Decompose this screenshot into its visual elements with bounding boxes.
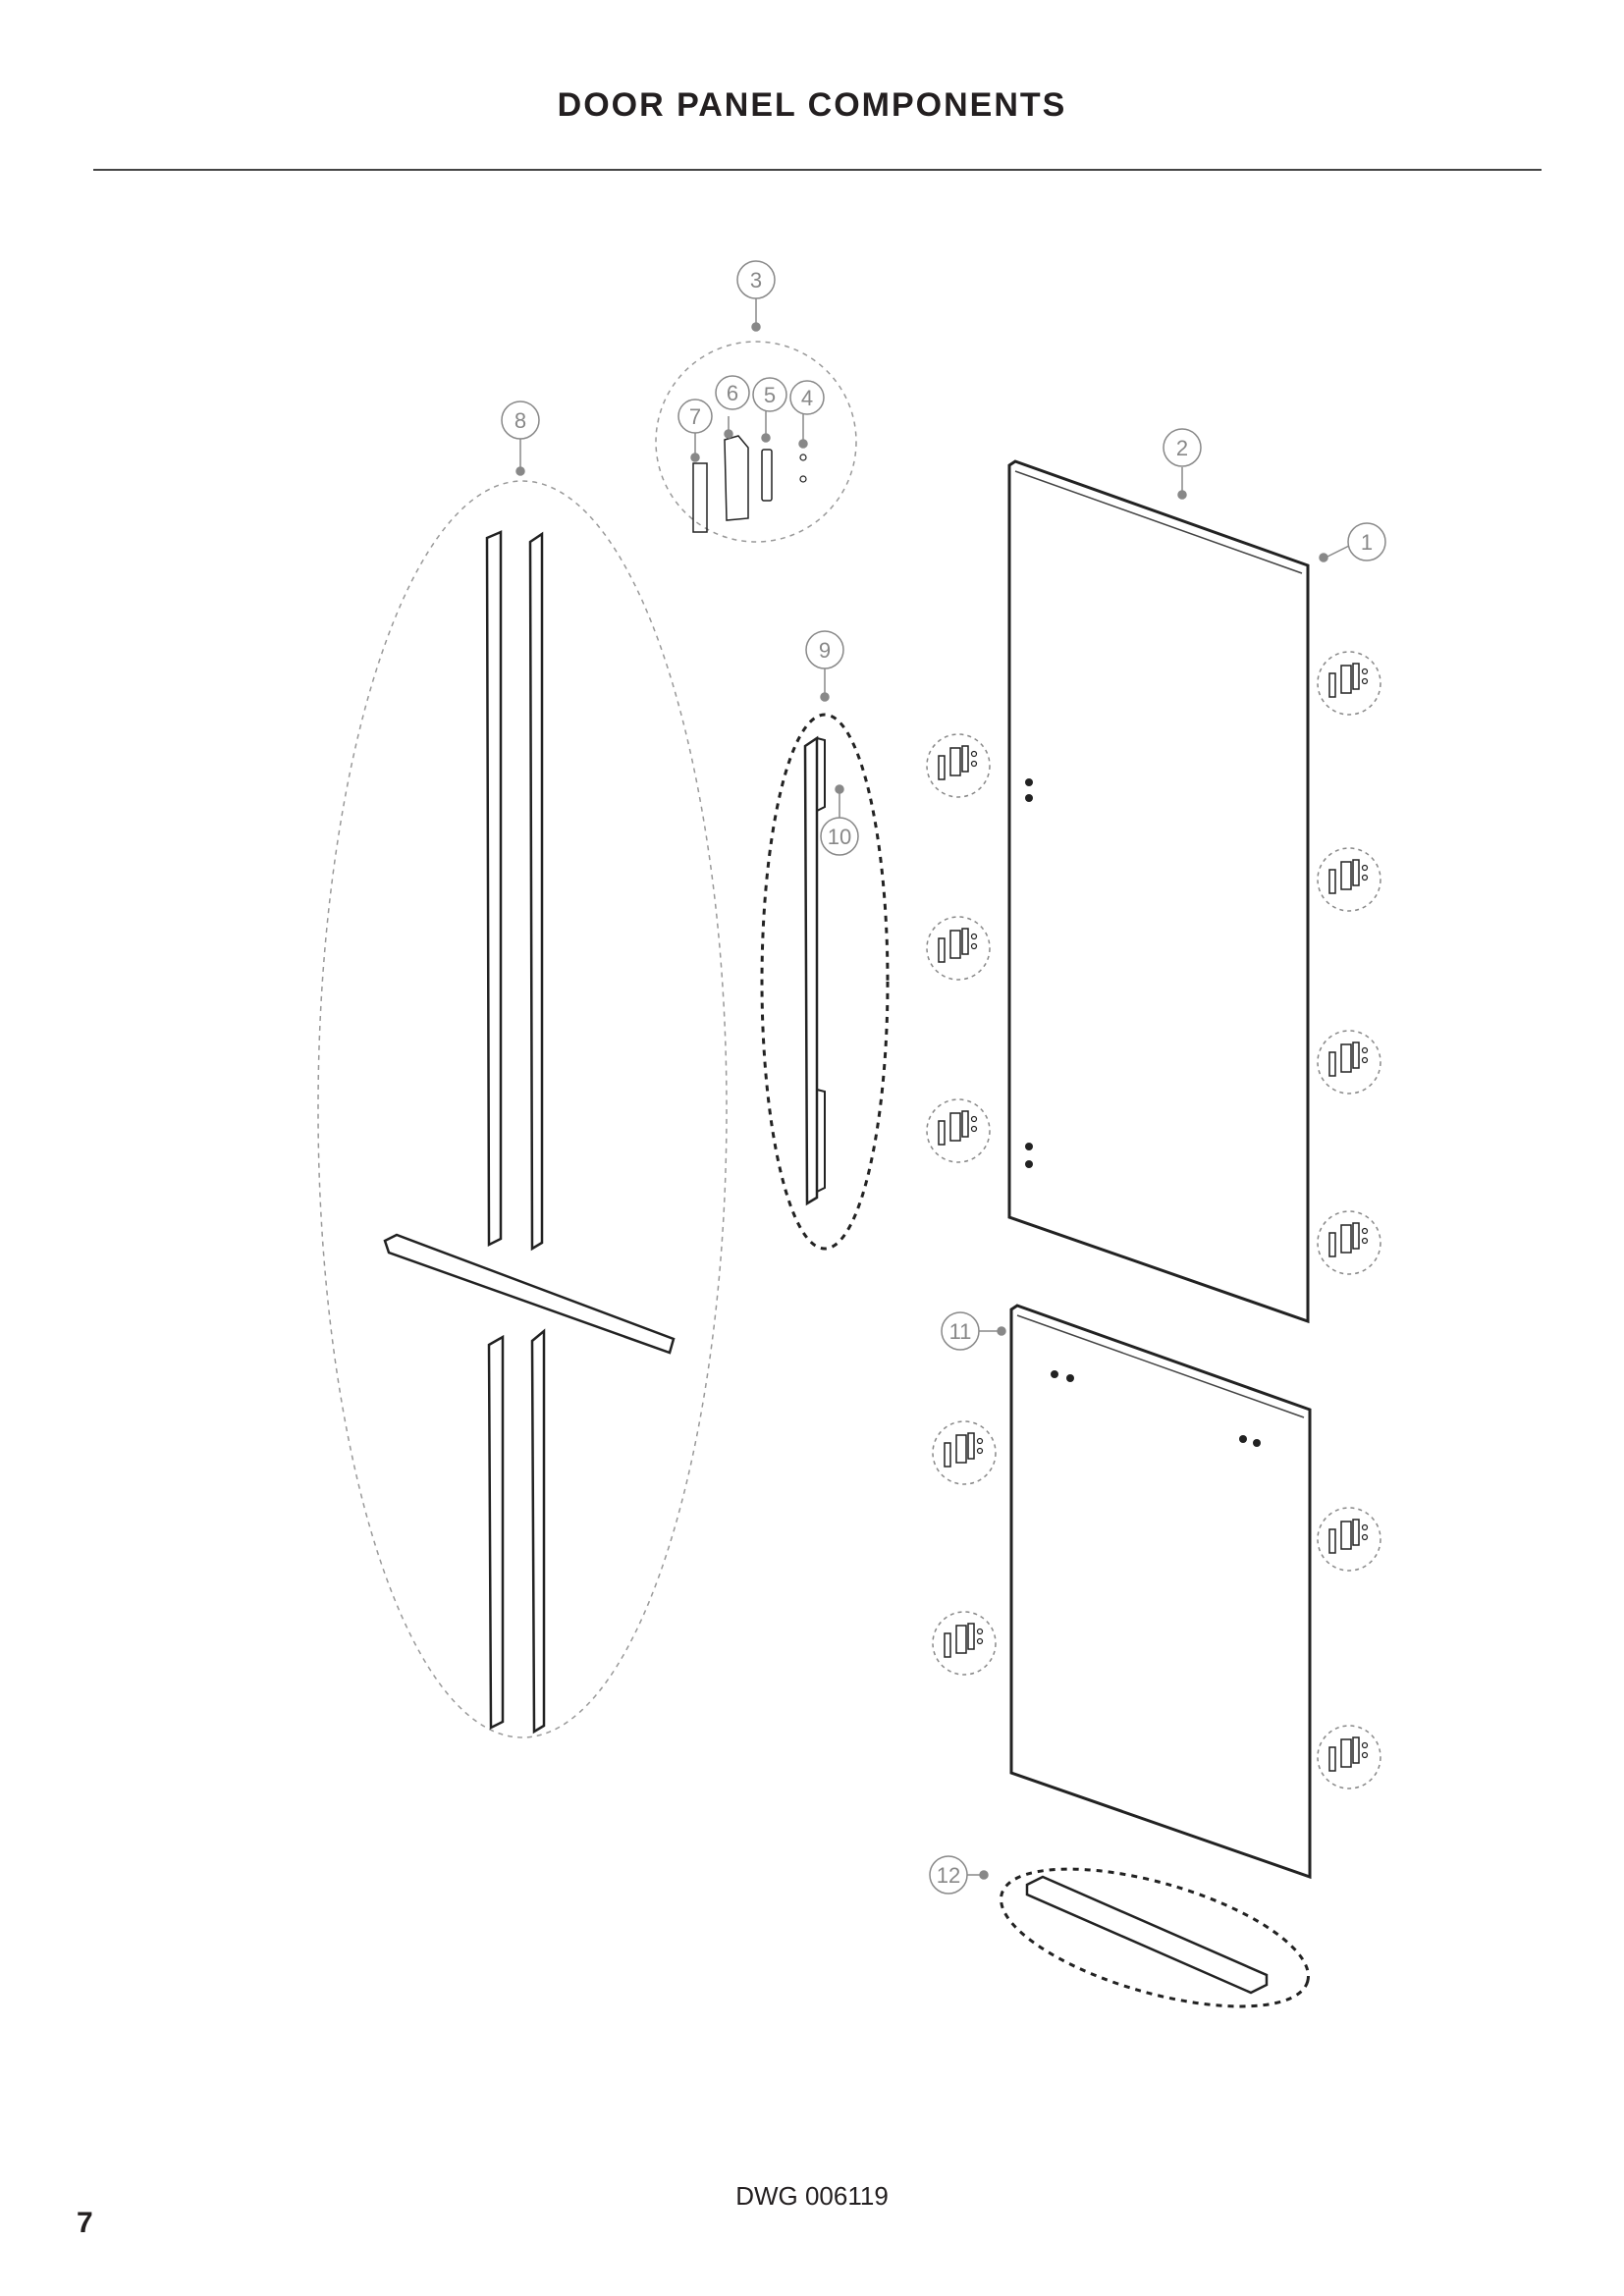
lower-door-panel xyxy=(1009,1304,1312,1880)
hinge-detail-icon xyxy=(1317,1507,1381,1572)
hinge-detail-icon xyxy=(1317,1725,1381,1789)
callout-label: 7 xyxy=(689,404,701,429)
title-divider xyxy=(93,169,1542,171)
callout-5 xyxy=(752,377,787,412)
page-number: 7 xyxy=(77,2207,93,2239)
hinge-detail-icon xyxy=(926,916,991,981)
callout-7 xyxy=(677,399,713,434)
callout-3 xyxy=(736,260,776,299)
drawing-number: DWG 006119 xyxy=(735,2181,889,2211)
plate-part-7 xyxy=(692,462,708,533)
callout-label: 9 xyxy=(819,638,831,663)
callout-label: 6 xyxy=(727,381,738,405)
callout-12 xyxy=(929,1855,968,1895)
callout-label: 12 xyxy=(937,1863,960,1888)
callout-label: 5 xyxy=(764,383,776,407)
page-title: DOOR PANEL COMPONENTS xyxy=(557,86,1067,124)
callout-11 xyxy=(941,1311,980,1351)
trim-strip-horizontal xyxy=(383,1233,676,1355)
trim-strip-lower xyxy=(487,1328,546,1735)
hinge-detail-icon xyxy=(932,1420,997,1485)
callout-label: 3 xyxy=(750,268,762,293)
hinge-detail-icon xyxy=(1317,847,1381,912)
callout-2 xyxy=(1163,428,1202,467)
callout-label: 8 xyxy=(514,408,526,433)
bracket-part-6 xyxy=(724,435,749,521)
callout-1 xyxy=(1347,522,1386,561)
group-3-outline xyxy=(655,341,857,543)
callout-10 xyxy=(820,817,859,856)
callout-6 xyxy=(715,375,750,410)
hinge-detail-icon xyxy=(1317,1210,1381,1275)
handle-vertical xyxy=(803,735,819,1206)
handle-horizontal xyxy=(1025,1875,1269,1995)
callout-4 xyxy=(789,380,825,415)
group-12-outline xyxy=(1000,1867,1310,2008)
hinge-detail-icon xyxy=(926,733,991,798)
hinge-detail-icon xyxy=(932,1611,997,1676)
group-8-outline xyxy=(317,480,728,1738)
callout-9 xyxy=(805,630,844,669)
hinge-detail-icon xyxy=(926,1098,991,1163)
callout-label: 10 xyxy=(828,825,851,849)
group-9-outline xyxy=(760,713,890,1251)
callout-label: 4 xyxy=(801,386,813,410)
callout-8 xyxy=(501,400,540,440)
hinge-detail-icon xyxy=(1317,1030,1381,1095)
callout-label: 1 xyxy=(1361,530,1373,555)
callout-label: 2 xyxy=(1176,436,1188,460)
upper-door-panel xyxy=(1007,459,1310,1324)
hinge-detail-icon xyxy=(1317,651,1381,716)
latch-part-5 xyxy=(761,449,773,502)
callout-label: 11 xyxy=(949,1319,972,1344)
screw-part-4 xyxy=(799,454,807,461)
trim-strip-upper xyxy=(485,530,544,1252)
